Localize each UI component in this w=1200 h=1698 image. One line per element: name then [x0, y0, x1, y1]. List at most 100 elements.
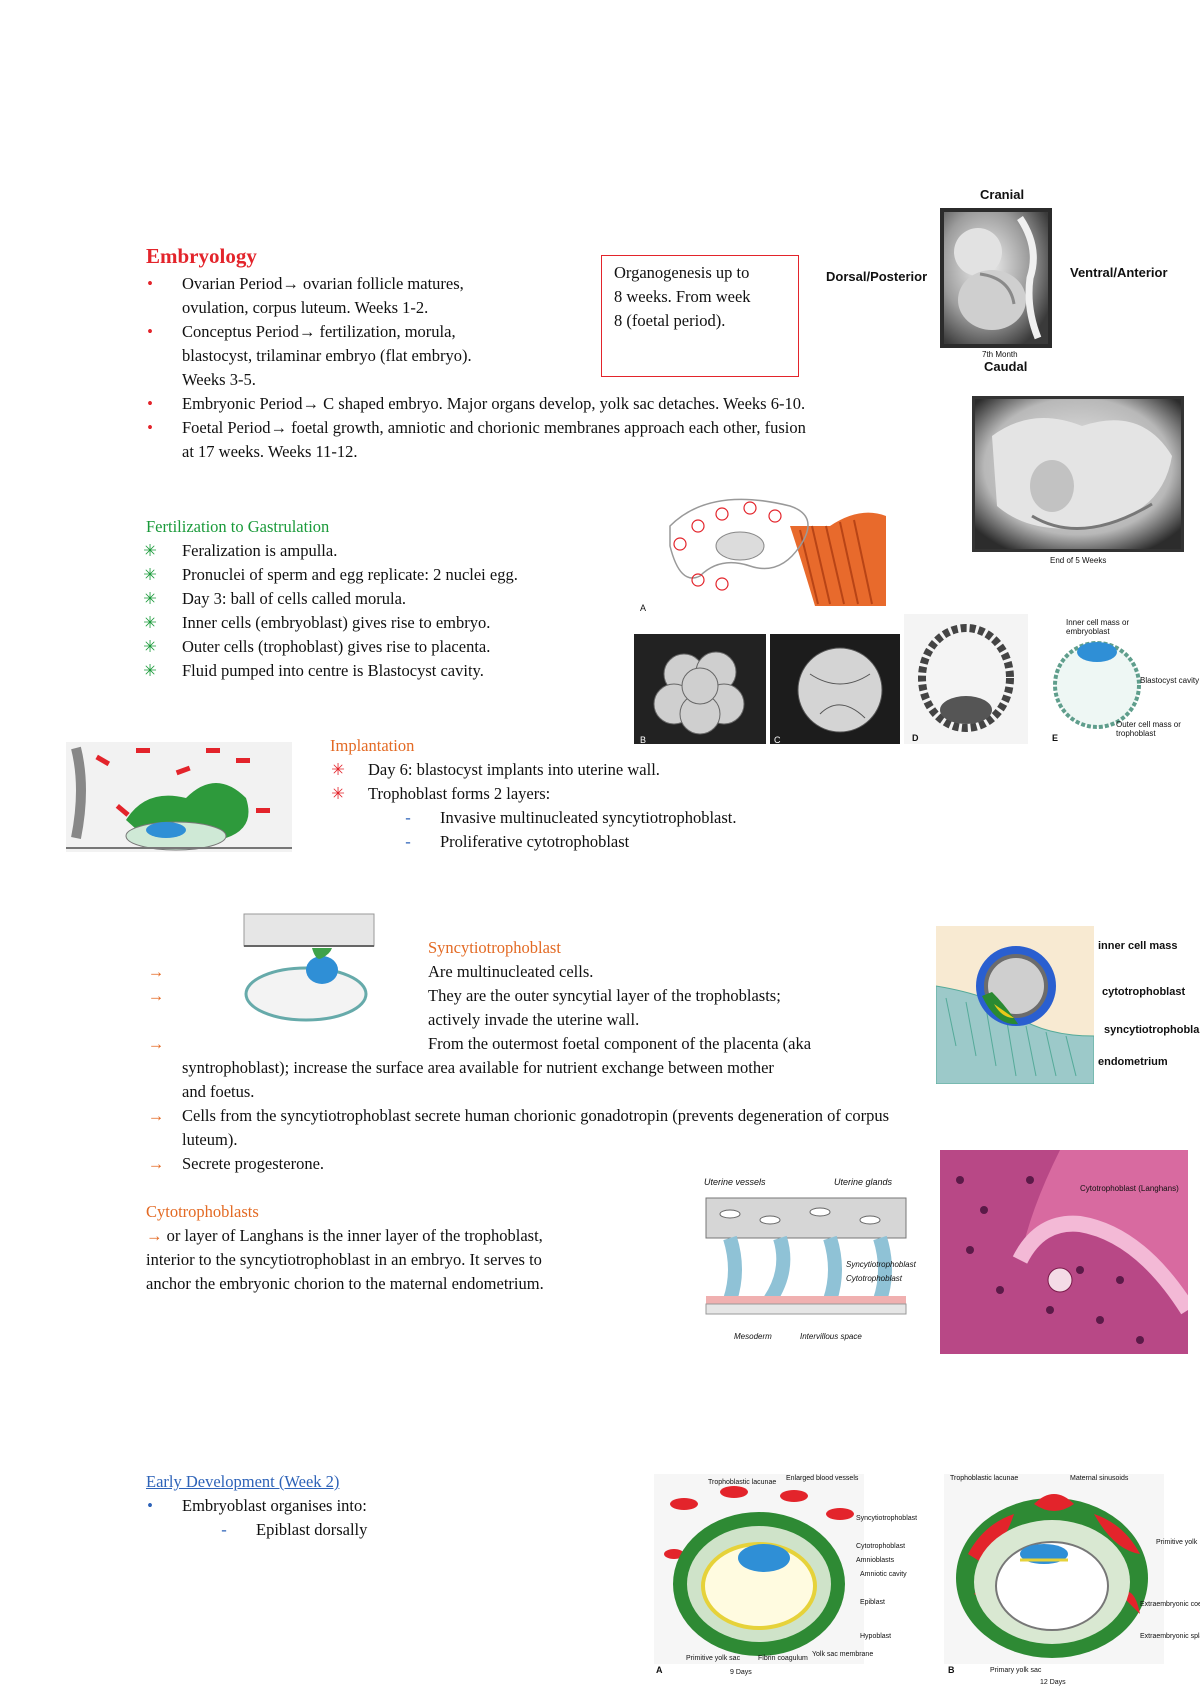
- early-subitem: Epiblast dorsally: [256, 1520, 368, 1539]
- fertilization-diagram: [640, 486, 886, 614]
- trophoblast-diagram: [936, 926, 1094, 1084]
- bullet-dash: -: [405, 808, 411, 827]
- week2b-label: Extraembryonic coelom: [1140, 1601, 1200, 1608]
- cyto-line: interior to the syncytiotrophoblast in a…: [146, 1250, 542, 1269]
- syncytio-line: Are multinucleated cells.: [428, 962, 594, 981]
- syncytio-diagram: [196, 908, 382, 1026]
- syncytio-line: and foetus.: [182, 1082, 255, 1101]
- figure-letter-a: A: [640, 603, 647, 613]
- syncytio-line: They are the outer syncytial layer of th…: [428, 986, 781, 1005]
- figure-letter-e: E: [1052, 733, 1059, 743]
- figure-letter-b: B: [640, 735, 647, 745]
- week2a-label: Amnioblasts: [856, 1557, 895, 1564]
- blastocyst-photo-d: [904, 614, 1028, 744]
- week2b-label: Extraembryonic splanchnic mesoderm: [1140, 1633, 1200, 1640]
- embryology-item: Foetal Period→ foetal growth, amniotic a…: [182, 418, 806, 437]
- week2b-letter: B: [948, 1665, 955, 1675]
- bullet-asterisk: ✳: [143, 541, 157, 560]
- label-dorsal: Dorsal/Posterior: [826, 269, 928, 284]
- week2b-label: Primitive yolk: [1156, 1539, 1198, 1546]
- label-ventral: Ventral/Anterior: [1070, 265, 1168, 280]
- embryology-item: Weeks 3-5.: [182, 370, 256, 389]
- morula-photo-c: [770, 634, 900, 744]
- organogenesis-box: Organogenesis up to 8 weeks. From week 8…: [601, 255, 799, 377]
- fertilization-item: Feralization is ampulla.: [182, 541, 338, 560]
- week2a-label: Hypoblast: [860, 1633, 892, 1640]
- embryology-item: Ovarian Period→ ovarian follicle matures…: [182, 274, 464, 293]
- fertilization-title: Fertilization to Gastrulation: [146, 517, 330, 536]
- box-line: 8 weeks. From week: [614, 287, 751, 306]
- early-item: Embryoblast organises into:: [182, 1496, 367, 1515]
- label-cranial: Cranial: [980, 187, 1025, 202]
- cyto-line: anchor the embryonic chorion to the mate…: [146, 1274, 544, 1293]
- e-label-inner-cell: Inner cell mass or embryoblast: [1066, 618, 1130, 636]
- week2a-label: Yolk sac membrane: [812, 1651, 874, 1658]
- cyto-title: Cytotrophoblasts: [146, 1202, 259, 1221]
- box-line: Organogenesis up to: [614, 263, 750, 282]
- embryology-title: Embryology: [146, 244, 257, 268]
- e-label-cavity: Blastocyst cavity: [1140, 676, 1200, 685]
- figure-letter-c: C: [774, 735, 781, 745]
- villi-label: Uterine glands: [834, 1177, 893, 1187]
- bullet-dot: •: [147, 274, 153, 293]
- syncytio-line: luteum).: [182, 1130, 238, 1149]
- cyto-line: → or layer of Langhans is the inner laye…: [146, 1226, 543, 1245]
- bullet-asterisk: ✳: [143, 637, 157, 656]
- bullet-dash: -: [405, 832, 411, 851]
- diagram-label-syncytiotrophoblast: syncytiotrophoblast: [1104, 1024, 1200, 1036]
- embryology-item: blastocyst, trilaminar embryo (flat embr…: [182, 346, 472, 365]
- fetus-photo: [940, 208, 1052, 348]
- syncytio-line: Cells from the syncytiotrophoblast secre…: [182, 1106, 890, 1125]
- fertilization-item: Outer cells (trophoblast) gives rise to …: [182, 637, 491, 656]
- week2a-label: Amniotic cavity: [860, 1571, 907, 1578]
- week2b-label: Primary yolk sac: [990, 1667, 1042, 1674]
- figure-letter-d: D: [912, 733, 919, 743]
- embryology-item: Conceptus Period→ fertilization, morula,: [182, 322, 456, 341]
- diagram-label-inner-cell-mass: inner cell mass: [1098, 940, 1178, 952]
- fertilization-item: Day 3: ball of cells called morula.: [182, 589, 407, 608]
- cyto-line-text: or layer of Langhans is the inner layer …: [162, 1226, 543, 1245]
- bullet-asterisk: ✳: [143, 565, 157, 584]
- villi-label: Cytotrophoblast: [846, 1274, 903, 1283]
- bullet-asterisk: ✳: [143, 589, 157, 608]
- week2-diagram-a: [654, 1474, 864, 1664]
- villi-diagram: [700, 1190, 914, 1320]
- embryology-item: Embryonic Period→ C shaped embryo. Major…: [182, 394, 806, 413]
- syncytio-title: Syncytiotrophoblast: [428, 938, 561, 957]
- week2a-label: Primitive yolk sac: [686, 1655, 741, 1662]
- bullet-dot: •: [147, 418, 153, 437]
- bullet-arrow: →: [147, 986, 165, 1005]
- bullet-dot: •: [147, 1496, 153, 1515]
- morula-photo-b: [634, 634, 766, 744]
- placenta-photo: [972, 396, 1184, 562]
- week2a-label: Epiblast: [860, 1599, 885, 1606]
- week2a-label: Syncytiotrophoblast: [856, 1515, 918, 1522]
- blastocyst-diagram-e: [1050, 630, 1144, 740]
- bullet-asterisk: ✳: [143, 613, 157, 632]
- week2a-label: Fibrin coagulum: [758, 1655, 808, 1662]
- implantation-item: Trophoblast forms 2 layers:: [368, 784, 551, 803]
- bullet-asterisk: ✳: [143, 661, 157, 680]
- bullet-arrow: →: [147, 962, 165, 981]
- implantation-subitem: Invasive multinucleated syncytiotrophobl…: [440, 808, 737, 827]
- bullet-arrow: →: [147, 1154, 165, 1173]
- syncytio-line: actively invade the uterine wall.: [428, 1010, 640, 1029]
- diagram-label-cytotrophoblast: cytotrophoblast: [1102, 986, 1186, 998]
- week2a-label: 9 Days: [730, 1669, 752, 1676]
- embryology-item: ovulation, corpus luteum. Weeks 1-2.: [182, 298, 429, 317]
- week2b-label: Trophoblastic lacunae: [950, 1475, 1019, 1482]
- label-caudal: Caudal: [984, 359, 1028, 374]
- early-title[interactable]: Early Development (Week 2): [146, 1472, 340, 1491]
- bullet-asterisk: ✳: [331, 760, 345, 779]
- diagram-label-endometrium: endometrium: [1098, 1056, 1168, 1068]
- bullet-dot: •: [147, 394, 153, 413]
- fertilization-item: Inner cells (embryoblast) gives rise to …: [182, 613, 491, 632]
- week2-diagram-b: [944, 1474, 1164, 1664]
- syncytio-line: Secrete progesterone.: [182, 1154, 325, 1173]
- week2b-label: Maternal sinusoids: [1070, 1475, 1129, 1482]
- bullet-arrow: →: [147, 1034, 165, 1053]
- week2a-label: Enlarged blood vessels: [786, 1475, 859, 1482]
- implantation-diagram: [56, 728, 298, 878]
- placenta-caption: End of 5 Weeks: [1050, 556, 1107, 565]
- villi-label: Intervillous space: [800, 1332, 862, 1341]
